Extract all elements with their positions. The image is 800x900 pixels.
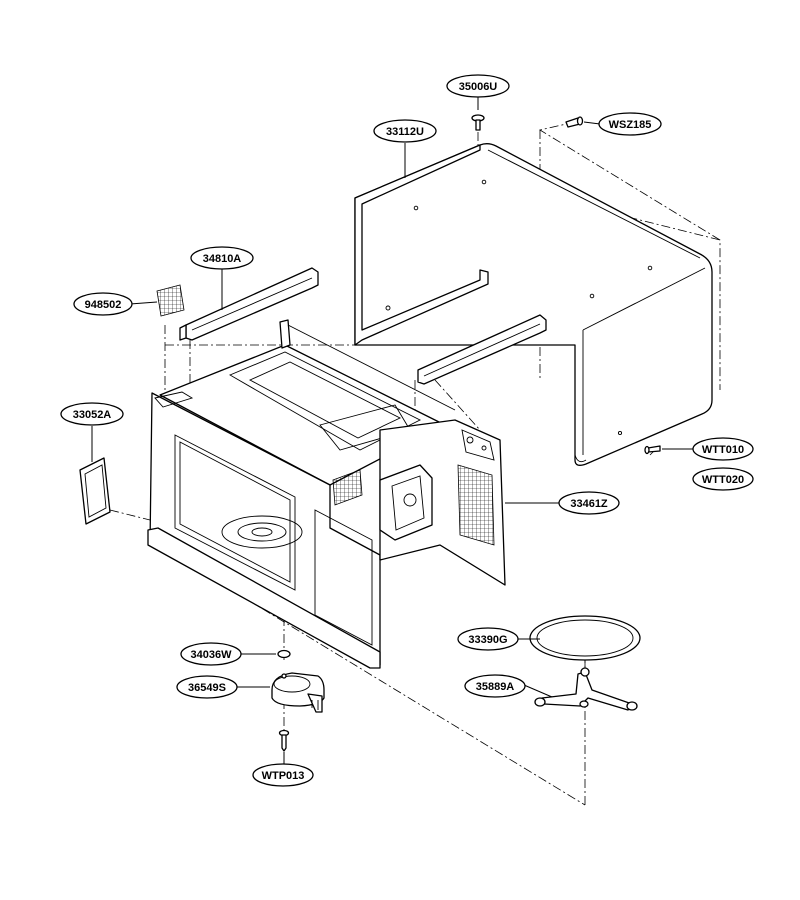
- label-WTP013: WTP013: [252, 763, 314, 787]
- label-WTT010: WTT010: [692, 437, 754, 461]
- label-35889A-text: 35889A: [476, 681, 515, 693]
- label-34036W-text: 34036W: [191, 649, 233, 661]
- label-35889A: 35889A: [464, 674, 526, 698]
- label-WTP013-text: WTP013: [262, 770, 305, 782]
- screw-35006U: [471, 114, 485, 131]
- bracket-34810A: [179, 267, 319, 341]
- filter-948502: [156, 284, 185, 317]
- label-33112U: 33112U: [373, 119, 437, 143]
- label-948502: 948502: [73, 292, 133, 316]
- label-WTT020: WTT020: [692, 467, 754, 491]
- label-34810A-text: 34810A: [203, 253, 242, 265]
- outer-case: [354, 143, 713, 466]
- roller-guide-35889A: [534, 667, 638, 711]
- label-WSZ185-text: WSZ185: [609, 119, 652, 131]
- label-948502-text: 948502: [85, 299, 122, 311]
- chassis-33461Z: [147, 319, 506, 669]
- label-33390G: 33390G: [457, 627, 519, 651]
- label-34036W: 34036W: [180, 642, 242, 666]
- label-33052A-text: 33052A: [73, 409, 112, 421]
- motor-36549S: [271, 672, 325, 713]
- leader-lines: [91, 96, 694, 764]
- label-36549S-text: 36549S: [188, 682, 226, 694]
- screw-WTP013: [278, 729, 290, 752]
- label-35006U: 35006U: [446, 74, 510, 98]
- turntable-tray-33390G: [529, 615, 641, 661]
- screw-WTT010: [644, 445, 661, 455]
- label-35006U-text: 35006U: [459, 81, 498, 93]
- coupler-34036W: [277, 649, 291, 659]
- label-33461Z: 33461Z: [558, 491, 620, 515]
- bracket-right: [417, 314, 547, 385]
- label-33052A: 33052A: [60, 402, 124, 426]
- label-33390G-text: 33390G: [468, 634, 507, 646]
- label-WTT010-text: WTT010: [702, 444, 744, 456]
- label-36549S: 36549S: [176, 675, 238, 699]
- label-33112U-text: 33112U: [386, 126, 424, 138]
- label-WSZ185: WSZ185: [598, 112, 662, 136]
- screw-WSZ185: [565, 116, 584, 128]
- label-WTT020-text: WTT020: [702, 474, 744, 486]
- label-34810A: 34810A: [190, 246, 254, 270]
- label-33461Z-text: 33461Z: [570, 498, 608, 510]
- waveguide-cover-33052A: [79, 457, 111, 525]
